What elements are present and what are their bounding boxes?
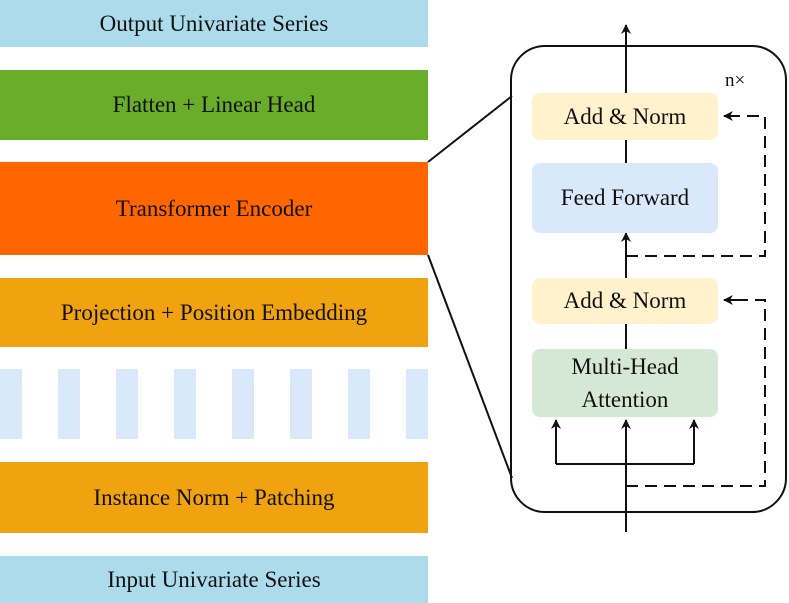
projection-embedding-block: Projection + Position Embedding <box>0 278 428 347</box>
zoom-line-top <box>427 95 513 163</box>
add-norm-bottom-block: Add & Norm <box>532 278 718 324</box>
output-series-block: Output Univariate Series <box>0 0 428 47</box>
patch <box>174 369 196 439</box>
input-series-block: Input Univariate Series <box>0 556 428 603</box>
multi-head-attention-block: Multi-Head Attention <box>532 349 718 417</box>
zoom-line-bottom <box>427 254 513 479</box>
patch <box>406 369 428 439</box>
transformer-encoder-block: Transformer Encoder <box>0 162 428 255</box>
add-norm-bottom-label: Add & Norm <box>563 288 687 314</box>
encoder-detail-panel <box>510 45 787 513</box>
patch <box>116 369 138 439</box>
repeat-count-label: n× <box>725 70 746 91</box>
residual-connection-1 <box>626 299 766 487</box>
patch <box>232 369 254 439</box>
projection-embedding-label: Projection + Position Embedding <box>60 299 368 325</box>
feed-forward-block: Feed Forward <box>532 163 718 233</box>
linear-head-label: Flatten + Linear Head <box>112 92 316 117</box>
residual-connection-2 <box>626 115 766 257</box>
linear-head-block: Flatten + Linear Head <box>0 70 428 140</box>
output-series-label: Output Univariate Series <box>99 10 329 36</box>
instance-norm-label: Instance Norm + Patching <box>93 484 335 510</box>
add-norm-top-block: Add & Norm <box>532 93 718 140</box>
attention-label-line1: Multi-Head <box>571 353 679 379</box>
input-series-label: Input Univariate Series <box>107 566 321 592</box>
attention-label-line2: Attention <box>581 387 669 412</box>
transformer-encoder-label: Transformer Encoder <box>115 195 313 221</box>
instance-norm-block: Instance Norm + Patching <box>0 462 428 533</box>
add-norm-top-label: Add & Norm <box>563 103 687 129</box>
patch <box>0 369 22 439</box>
feed-forward-label: Feed Forward <box>560 185 690 211</box>
patch <box>348 369 370 439</box>
patch <box>58 369 80 439</box>
patch <box>290 369 312 439</box>
